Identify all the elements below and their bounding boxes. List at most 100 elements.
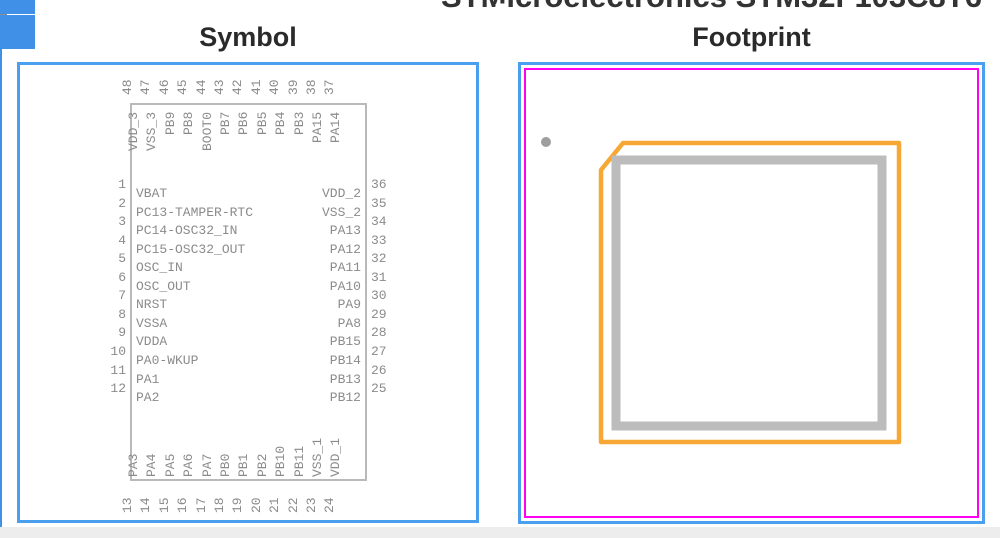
symbol-pin-number: 9 — [118, 325, 126, 341]
symbol-pin-line — [0, 373, 2, 409]
footprint-pad-number: 11 — [495, 2, 505, 12]
symbol-pin-number: 3 — [118, 214, 126, 230]
symbol-pin-number: 7 — [118, 288, 126, 304]
symbol-pin-number: 46 — [156, 79, 172, 95]
symbol-pin-line — [0, 4, 35, 6]
symbol-pin-line — [0, 37, 35, 39]
symbol-pin-label: PB13 — [329, 371, 361, 387]
symbol-pin-number: 16 — [175, 497, 191, 513]
symbol-pin-label: PB14 — [329, 352, 361, 368]
symbol-pin-label: PA2 — [136, 390, 160, 406]
symbol-pin-number: 37 — [322, 79, 338, 95]
footprint-pad-number: 15 — [496, 26, 504, 33]
symbol-pin-label: VSS_1 — [310, 437, 325, 477]
footprint-pad-number: 22 — [496, 26, 504, 33]
footprint-pad-number: 34 — [494, 2, 505, 12]
footprint-pad-number: 33 — [494, 2, 505, 12]
symbol-pin-line — [0, 229, 2, 265]
footprint-pad-number: 17 — [496, 26, 504, 33]
footprint-pad-number: 2 — [497, 2, 503, 12]
symbol-pin-line — [0, 33, 35, 35]
symbol-pin-number: 30 — [371, 288, 387, 304]
symbol-pin-number: 15 — [156, 497, 172, 513]
symbol-pin-number: 24 — [322, 497, 338, 513]
symbol-pin-line — [0, 8, 35, 10]
symbol-pin-label: PB3 — [291, 111, 307, 136]
footprint-pad-number: 28 — [494, 2, 505, 12]
symbol-pin-line — [0, 45, 35, 47]
symbol-pin-line — [0, 25, 35, 27]
symbol-pin-label: OSC_OUT — [136, 278, 191, 294]
symbol-pin-label: PB10 — [273, 445, 289, 477]
symbol-pin-line — [0, 157, 2, 193]
symbol-pin-label: PB15 — [329, 334, 361, 350]
footprint-pad-number: 9 — [497, 2, 503, 12]
symbol-pin-number: 39 — [285, 79, 301, 95]
footprint-pad-number: 38 — [496, 26, 504, 33]
footprint-pad-number: 41 — [496, 26, 504, 33]
page-title: STMicroelectronics STM32F103C8T6 — [441, 0, 982, 15]
footprint-pad-number: 1 — [497, 2, 503, 12]
footprint-heading: Footprint — [692, 22, 811, 52]
footprint-courtyard — [524, 68, 979, 518]
symbol-pin-number: 36 — [371, 177, 387, 192]
symbol-pin-label: BOOT0 — [199, 111, 215, 151]
symbol-pin-label: PB5 — [254, 111, 270, 136]
symbol-pin-line — [0, 12, 35, 14]
symbol-pin-label: VDDA — [136, 334, 168, 350]
symbol-pin-line — [0, 85, 2, 121]
symbol-pin-label: PB2 — [254, 453, 270, 477]
footprint-pad-number: 13 — [496, 26, 504, 33]
symbol-pin-label: VSS_3 — [144, 111, 160, 151]
footprint-pad-number: 10 — [494, 2, 505, 12]
symbol-pin-line — [0, 21, 35, 23]
symbol-pin-line — [0, 481, 2, 517]
symbol-pin-label: VDD_3 — [126, 111, 141, 151]
symbol-pin-number: 12 — [110, 381, 126, 397]
footprint-pad-number: 44 — [496, 26, 504, 33]
symbol-pin-number: 40 — [267, 79, 283, 95]
symbol-pin-number: 29 — [371, 306, 387, 322]
footprint-pad-number: 6 — [497, 2, 503, 12]
symbol-pin-line — [0, 6, 35, 8]
symbol-pin-label: VSSA — [136, 315, 168, 331]
symbol-pin-line — [0, 27, 35, 29]
symbol-pin-line — [0, 10, 35, 12]
symbol-chip-body — [130, 103, 367, 481]
symbol-pin-number: 13 — [120, 497, 135, 513]
footprint-pad-number: 21 — [496, 26, 504, 33]
footprint-pad-number: 46 — [496, 26, 504, 33]
symbol-pin-label: PA0-WKUP — [136, 352, 199, 368]
symbol-pin-number: 47 — [138, 79, 154, 95]
symbol-pin-number: 10 — [110, 343, 126, 359]
footprint-pad-number: 25 — [494, 2, 505, 12]
symbol-pin-number: 19 — [230, 497, 246, 513]
symbol-pin-number: 28 — [371, 325, 387, 341]
symbol-pin-number: 42 — [230, 79, 246, 95]
symbol-pin-number: 14 — [138, 497, 154, 513]
symbol-pin-line — [0, 337, 2, 373]
footprint-pad-number: 12 — [494, 2, 505, 12]
symbol-pin-label: VDD_2 — [321, 186, 361, 201]
symbol-pin-line — [0, 35, 35, 37]
symbol-pin-number: 34 — [371, 214, 387, 230]
symbol-pin-number: 38 — [304, 79, 319, 95]
symbol-pin-label: PA15 — [310, 111, 325, 144]
footprint-pad-number: 30 — [494, 2, 505, 12]
symbol-pin-number: 25 — [371, 381, 387, 397]
symbol-pin-line — [0, 29, 35, 31]
symbol-pin-number: 6 — [118, 269, 126, 285]
symbol-pin-label: PA5 — [162, 453, 178, 477]
symbol-pin-label: PB6 — [236, 111, 252, 136]
symbol-pin-number: 32 — [371, 251, 387, 267]
symbol-pin-label: PA4 — [144, 453, 160, 477]
symbol-pin-label: PA9 — [337, 297, 361, 313]
symbol-pin-line — [0, 49, 2, 85]
symbol-pin-line — [0, 15, 35, 17]
footprint-pad-number: 24 — [496, 26, 504, 33]
symbol-pin-label: OSC_IN — [136, 260, 183, 276]
symbol-pin-number: 33 — [371, 232, 387, 248]
symbol-pin-line — [0, 41, 35, 43]
symbol-pin-number: 31 — [371, 269, 387, 285]
